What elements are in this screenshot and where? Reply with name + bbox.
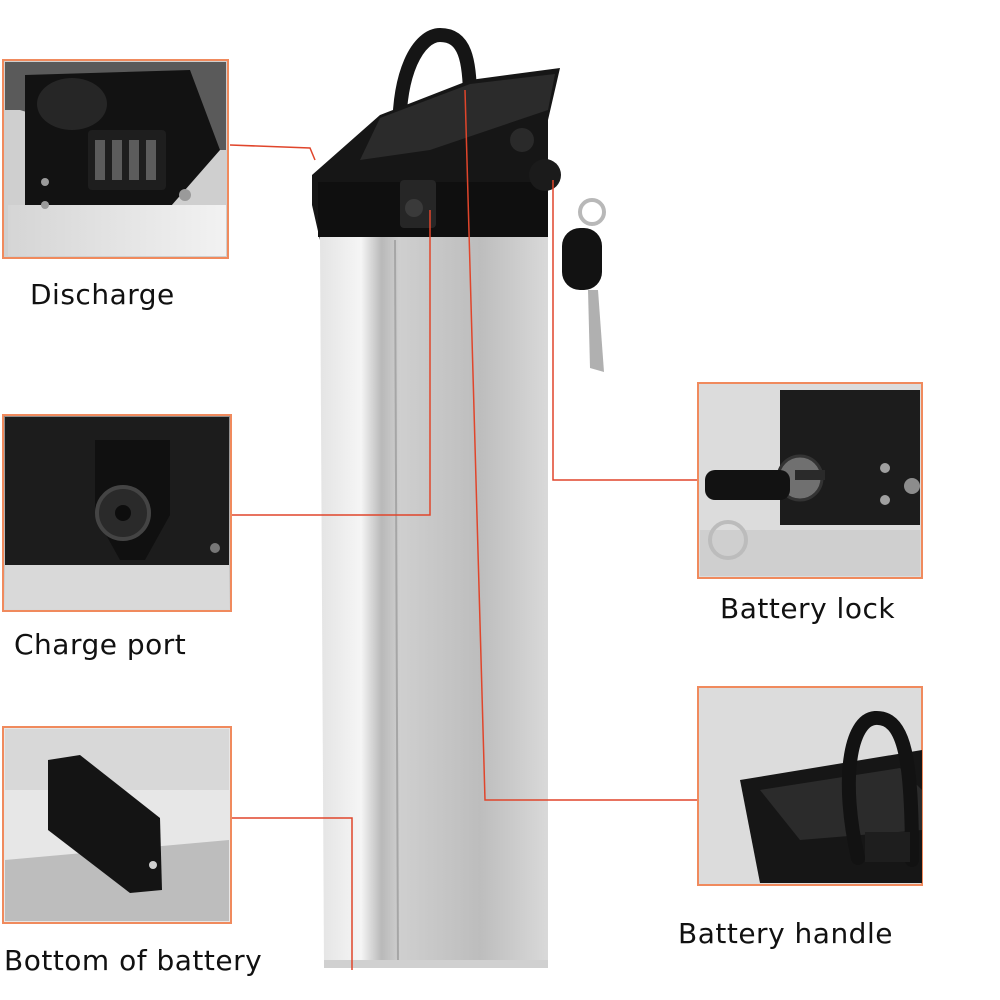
line-charge [230, 210, 431, 516]
handle-loop [392, 27, 477, 157]
inset-charge [2, 414, 232, 612]
label-bottom-of-battery: Bottom of battery [4, 944, 263, 977]
inset-discharge [2, 59, 229, 259]
line-discharge [229, 144, 316, 161]
label-battery-lock: Battery lock [720, 592, 896, 625]
battery-main [312, 27, 606, 969]
label-battery-handle: Battery handle [678, 917, 893, 950]
inset-bottom [2, 726, 232, 924]
battery-body [320, 237, 548, 968]
key [529, 159, 606, 372]
leader-lines [229, 89, 697, 970]
handle-loop-inset [841, 711, 919, 867]
inset-lock [697, 382, 923, 579]
line-bottom [230, 817, 353, 970]
inset-handle [697, 686, 923, 886]
label-charge-port: Charge port [14, 628, 187, 661]
line-handle [464, 89, 697, 801]
line-lock [552, 180, 697, 481]
label-discharge: Discharge [30, 278, 175, 311]
